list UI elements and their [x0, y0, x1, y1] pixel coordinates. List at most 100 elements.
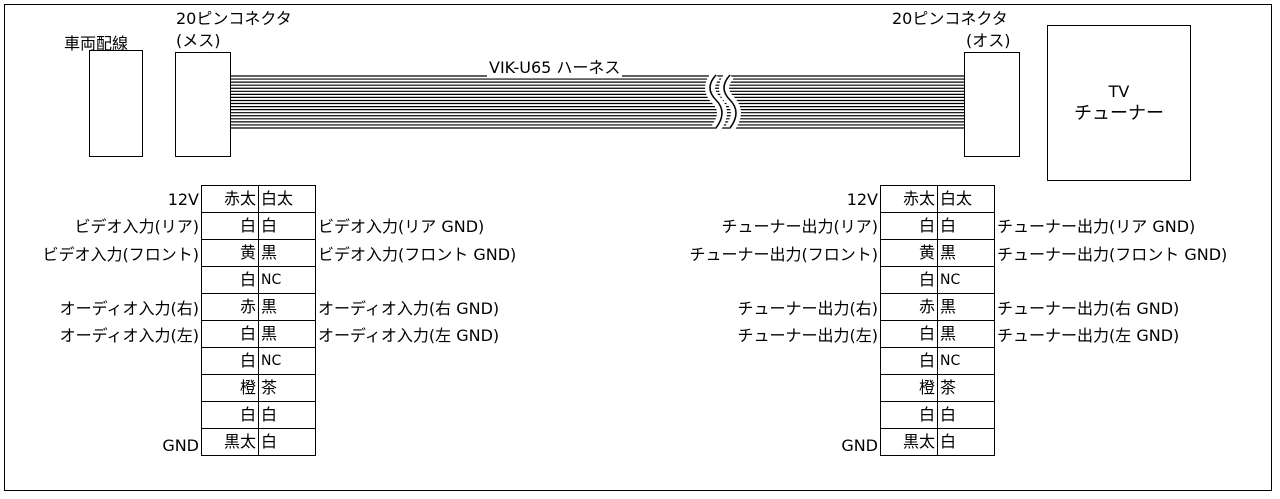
- ground-label: オーディオ入力(左 GND): [318, 326, 500, 346]
- wire-color-pair: 白: [258, 212, 316, 240]
- signal-label: [43, 404, 200, 431]
- female-connector: [175, 52, 231, 157]
- signal-label: GND: [162, 435, 199, 455]
- ground-label: チューナー出力(右 GND): [997, 299, 1180, 319]
- tuner-label-tv: TV: [1108, 82, 1130, 101]
- wire-color-connector: 白: [201, 266, 259, 294]
- wire-color-connector: 赤: [201, 293, 259, 321]
- signal-label: 12V: [846, 190, 878, 209]
- signal-label: [690, 377, 879, 404]
- male-connector-title: 20ピンコネクタ: [892, 9, 1008, 28]
- wire-color-connector: 白: [201, 347, 259, 375]
- signal-label: [43, 350, 200, 377]
- ground-label: [318, 350, 516, 377]
- pin-row: 白白: [880, 401, 995, 429]
- pin-row: 橙茶: [201, 374, 316, 402]
- pin-row: 黄黒: [201, 239, 316, 267]
- wire-color-connector: 赤: [880, 293, 938, 321]
- pin-row: 白黒: [880, 320, 995, 348]
- wire-color-pair: 黒: [937, 320, 995, 348]
- wire-color-connector: 白: [880, 212, 938, 240]
- pin-row: 赤黒: [880, 293, 995, 321]
- ground-label: [997, 404, 1227, 431]
- wire-color-connector: 黄: [880, 239, 938, 267]
- signal-label: [690, 350, 879, 377]
- left-inner-labels: ビデオ入力(リア GND)ビデオ入力(フロント GND)オーディオ入力(右 GN…: [318, 186, 516, 459]
- signal-label: [690, 268, 879, 295]
- pin-row: 白白: [201, 401, 316, 429]
- wire-color-connector: 赤太: [880, 185, 938, 213]
- wire-color-connector: 黒太: [201, 428, 259, 456]
- wire-color-pair: 白太: [937, 185, 995, 213]
- wire-color-connector: 白: [201, 401, 259, 429]
- signal-label: オーディオ入力(左): [59, 326, 199, 346]
- signal-label: [690, 404, 879, 431]
- wire-color-pair: 黒: [258, 239, 316, 267]
- wire-color-pair: NC: [937, 347, 995, 375]
- signal-label: チューナー出力(左): [737, 326, 879, 346]
- wire-color-connector: 橙: [201, 374, 259, 402]
- pin-row: 白黒: [201, 320, 316, 348]
- wire-color-pair: 白: [937, 212, 995, 240]
- signal-label: 12V: [167, 190, 199, 209]
- ground-label: [318, 432, 516, 459]
- wire-color-pair: 黒: [937, 239, 995, 267]
- signal-label: チューナー出力(リア): [721, 217, 879, 237]
- ground-label: オーディオ入力(右 GND): [318, 299, 500, 319]
- cable-break-left: [709, 74, 723, 129]
- ground-label: [997, 432, 1227, 459]
- signal-label: GND: [841, 435, 878, 455]
- pin-row: 白白: [880, 212, 995, 240]
- diagram-frame: [4, 4, 1272, 491]
- male-connector-type: (オス): [966, 31, 1011, 50]
- wire-color-connector: 白: [880, 320, 938, 348]
- wire-color-connector: 黒太: [880, 428, 938, 456]
- ground-label: チューナー出力(左 GND): [997, 326, 1180, 346]
- wire-color-connector: 白: [201, 212, 259, 240]
- ground-label: [997, 350, 1227, 377]
- wire-color-connector: 白: [880, 401, 938, 429]
- wire-color-connector: 赤太: [201, 185, 259, 213]
- ground-label: [318, 268, 516, 295]
- ground-label: チューナー出力(フロント GND): [997, 244, 1228, 264]
- wire-color-pair: NC: [258, 347, 316, 375]
- ground-label: [318, 377, 516, 404]
- wire-color-pair: 白: [258, 401, 316, 429]
- vehicle-wiring-label: 車両配線: [64, 34, 129, 53]
- wire-color-pair: 白太: [258, 185, 316, 213]
- male-connector: [964, 52, 1020, 157]
- cable-break-right: [723, 74, 737, 129]
- signal-label: チューナー出力(右): [737, 299, 879, 319]
- pin-row: 赤太白太: [201, 185, 316, 213]
- pin-row: 黒太白: [880, 428, 995, 456]
- signal-label: [43, 268, 200, 295]
- wire-color-connector: 白: [880, 266, 938, 294]
- ground-label: [997, 377, 1227, 404]
- ground-label: ビデオ入力(リア GND): [318, 217, 485, 237]
- wire-color-pair: 白: [937, 428, 995, 456]
- wire-color-pair: 茶: [937, 374, 995, 402]
- pin-row: 赤太白太: [880, 185, 995, 213]
- ground-label: [318, 404, 516, 431]
- tv-tuner-box: TV チューナー: [1047, 25, 1191, 181]
- signal-label: ビデオ入力(フロント): [42, 244, 200, 264]
- harness-label: VIK-U65 ハーネス: [487, 58, 623, 78]
- ground-label: [318, 186, 516, 213]
- signal-label: [43, 377, 200, 404]
- female-connector-title: 20ピンコネクタ: [176, 9, 292, 28]
- wire-color-pair: 白: [258, 428, 316, 456]
- pin-row: 黄黒: [880, 239, 995, 267]
- wire-color-pair: 黒: [937, 293, 995, 321]
- tuner-label-name: チューナー: [1074, 103, 1164, 124]
- wire-color-pair: 黒: [258, 320, 316, 348]
- vehicle-wiring-block: [89, 50, 143, 157]
- pin-row: 黒太白: [201, 428, 316, 456]
